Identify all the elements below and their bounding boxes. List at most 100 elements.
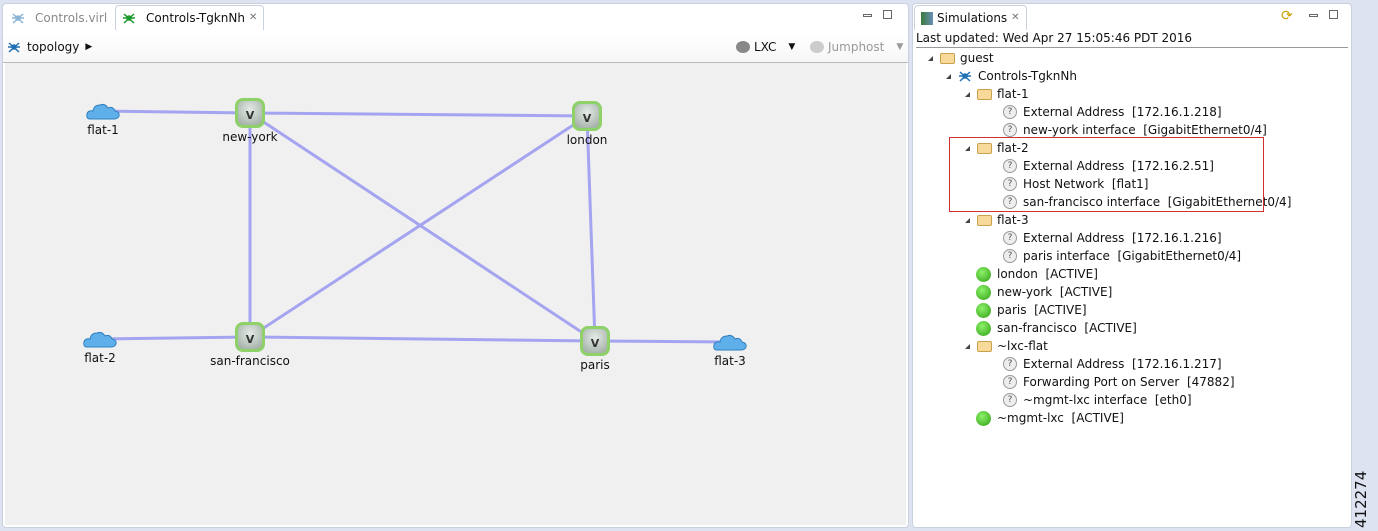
tree-item[interactable]: london [ACTIVE] bbox=[976, 265, 1098, 283]
tab-controls-virl[interactable]: Controls.virl bbox=[5, 6, 113, 30]
tree-item[interactable]: ?External Address [172.16.2.51] bbox=[1003, 157, 1214, 175]
tree-item[interactable]: ?san-francisco interface [GigabitEtherne… bbox=[1003, 193, 1291, 211]
tree-item[interactable]: flat-2 bbox=[965, 139, 1029, 157]
question-icon: ? bbox=[1003, 159, 1017, 173]
expand-arrow-icon[interactable] bbox=[965, 145, 970, 151]
last-updated: Last updated: Wed Apr 27 15:05:46 PDT 20… bbox=[916, 31, 1348, 48]
lxc-icon bbox=[736, 41, 750, 53]
highlight-box bbox=[949, 137, 1264, 212]
link-san-francisco-paris[interactable] bbox=[249, 335, 596, 343]
expand-arrow-icon[interactable] bbox=[965, 343, 970, 349]
figure-id: 412274 bbox=[1352, 470, 1370, 528]
link-new-york-paris[interactable] bbox=[249, 111, 596, 343]
tree-item-label: External Address [172.16.1.216] bbox=[1023, 231, 1222, 245]
expand-arrow-icon[interactable] bbox=[965, 91, 970, 97]
node-label[interactable]: flat-2 bbox=[84, 351, 116, 365]
tree-item-label: flat-3 bbox=[997, 213, 1029, 227]
minimize-button[interactable] bbox=[1309, 14, 1318, 17]
expand-arrow-icon[interactable] bbox=[928, 55, 933, 61]
tree-item[interactable]: Controls-TgknNh bbox=[946, 67, 1077, 85]
expand-arrow-icon[interactable] bbox=[965, 217, 970, 223]
tree-item-label: flat-1 bbox=[997, 87, 1029, 101]
close-icon[interactable]: ✕ bbox=[248, 12, 258, 23]
folder-icon bbox=[977, 214, 992, 226]
cloud-icon[interactable] bbox=[83, 330, 117, 348]
tree-item[interactable]: ? External Address [172.16.1.218] bbox=[1003, 103, 1222, 121]
tree-item[interactable]: san-francisco [ACTIVE] bbox=[976, 319, 1137, 337]
close-icon[interactable]: ✕ bbox=[1011, 12, 1020, 23]
topology-icon bbox=[123, 12, 135, 24]
simulations-panel: Simulations ✕ ⟳ Last updated: Wed Apr 27… bbox=[912, 3, 1352, 528]
node-label[interactable]: flat-3 bbox=[714, 354, 746, 368]
links-layer bbox=[99, 109, 731, 344]
tree-item[interactable]: ?Forwarding Port on Server [47882] bbox=[1003, 373, 1235, 391]
link-new-york-london[interactable] bbox=[249, 111, 588, 118]
chevron-right-icon[interactable]: ▶ bbox=[85, 42, 93, 52]
tree-item-label: External Address [172.16.1.217] bbox=[1023, 357, 1222, 371]
tree-item[interactable]: ~mgmt-lxc [ACTIVE] bbox=[976, 409, 1124, 427]
question-icon: ? bbox=[1003, 357, 1017, 371]
tree-item[interactable]: ~lxc-flat bbox=[965, 337, 1048, 355]
node-label[interactable]: san-francisco bbox=[210, 354, 290, 368]
expand-arrow-icon[interactable] bbox=[946, 73, 951, 79]
tree-item[interactable]: ?~mgmt-lxc interface [eth0] bbox=[1003, 391, 1192, 409]
tree-item[interactable]: new-york [ACTIVE] bbox=[976, 283, 1112, 301]
link-flat-1-new-york[interactable] bbox=[102, 109, 251, 115]
breadcrumb[interactable]: topology ▶ bbox=[7, 40, 92, 54]
tree-item[interactable]: paris [ACTIVE] bbox=[976, 301, 1087, 319]
active-status-icon bbox=[976, 320, 991, 336]
active-status-icon bbox=[976, 266, 991, 282]
link-london-paris[interactable] bbox=[585, 115, 597, 342]
jumphost-dropdown[interactable]: Jumphost ▼ bbox=[810, 40, 903, 54]
question-icon: ? bbox=[1003, 123, 1017, 137]
chevron-down-icon[interactable]: ▼ bbox=[896, 42, 904, 52]
lxc-dropdown[interactable]: LXC ▼ bbox=[736, 40, 795, 54]
node-label[interactable]: new-york bbox=[222, 130, 278, 144]
link-flat-2-san-francisco[interactable] bbox=[99, 335, 251, 341]
tree-item-label: london [ACTIVE] bbox=[997, 267, 1098, 281]
tab-label: Simulations bbox=[937, 11, 1008, 25]
node-label[interactable]: london bbox=[566, 133, 608, 147]
router-icon[interactable]: V bbox=[580, 326, 610, 356]
question-icon: ? bbox=[1003, 177, 1017, 191]
maximize-button[interactable] bbox=[883, 10, 892, 19]
cloud-icon[interactable] bbox=[713, 333, 747, 351]
refresh-icon[interactable]: ⟳ bbox=[1281, 8, 1293, 24]
tab-label: Controls.virl bbox=[35, 11, 108, 25]
minimize-button[interactable] bbox=[863, 14, 872, 17]
tab-controls-tgknnh[interactable]: Controls-TgknNh ✕ bbox=[115, 5, 265, 30]
maximize-button[interactable] bbox=[1329, 10, 1338, 19]
folder-icon bbox=[977, 88, 992, 100]
router-icon[interactable]: V bbox=[572, 101, 602, 131]
chevron-down-icon[interactable]: ▼ bbox=[788, 42, 796, 52]
question-icon: ? bbox=[1003, 105, 1017, 119]
tree-item-label: External Address [172.16.1.218] bbox=[1023, 105, 1222, 119]
tree-item[interactable]: ?paris interface [GigabitEthernet0/4] bbox=[1003, 247, 1241, 265]
tree-item-label: ~mgmt-lxc interface [eth0] bbox=[1023, 393, 1192, 407]
topology-icon bbox=[12, 12, 24, 24]
link-london-san-francisco[interactable] bbox=[249, 114, 588, 339]
active-status-icon bbox=[976, 284, 991, 300]
tree-item-label: ~mgmt-lxc [ACTIVE] bbox=[997, 411, 1124, 425]
router-icon[interactable]: V bbox=[235, 322, 265, 352]
topology-editor: Controls.virl Controls-TgknNh ✕ topology… bbox=[2, 3, 909, 528]
tab-simulations[interactable]: Simulations ✕ bbox=[914, 5, 1027, 30]
tree-item[interactable]: flat-3 bbox=[965, 211, 1029, 229]
node-label[interactable]: paris bbox=[580, 358, 610, 372]
node-label[interactable]: flat-1 bbox=[87, 123, 119, 137]
tree-item-label: paris interface [GigabitEthernet0/4] bbox=[1023, 249, 1242, 263]
link-paris-flat-3[interactable] bbox=[594, 339, 731, 344]
cloud-icon[interactable] bbox=[86, 102, 120, 120]
editor-toolbar: topology ▶ LXC ▼ Jumphost ▼ bbox=[3, 34, 908, 63]
tree-item[interactable]: flat-1 bbox=[965, 85, 1029, 103]
tree-item[interactable]: ?External Address [172.16.1.216] bbox=[1003, 229, 1222, 247]
tree-item-label: san-francisco interface [GigabitEthernet… bbox=[1023, 195, 1292, 209]
tree-item-label: Host Network [flat1] bbox=[1023, 177, 1149, 191]
tree-item[interactable]: guest bbox=[928, 49, 994, 67]
tree-item-label: san-francisco [ACTIVE] bbox=[997, 321, 1137, 335]
router-icon[interactable]: V bbox=[235, 98, 265, 128]
tree-item[interactable]: ? Host Network [flat1] bbox=[1003, 175, 1148, 193]
tree-item[interactable]: ?new-york interface [GigabitEthernet0/4] bbox=[1003, 121, 1267, 139]
tree-item[interactable]: ? External Address [172.16.1.217] bbox=[1003, 355, 1222, 373]
